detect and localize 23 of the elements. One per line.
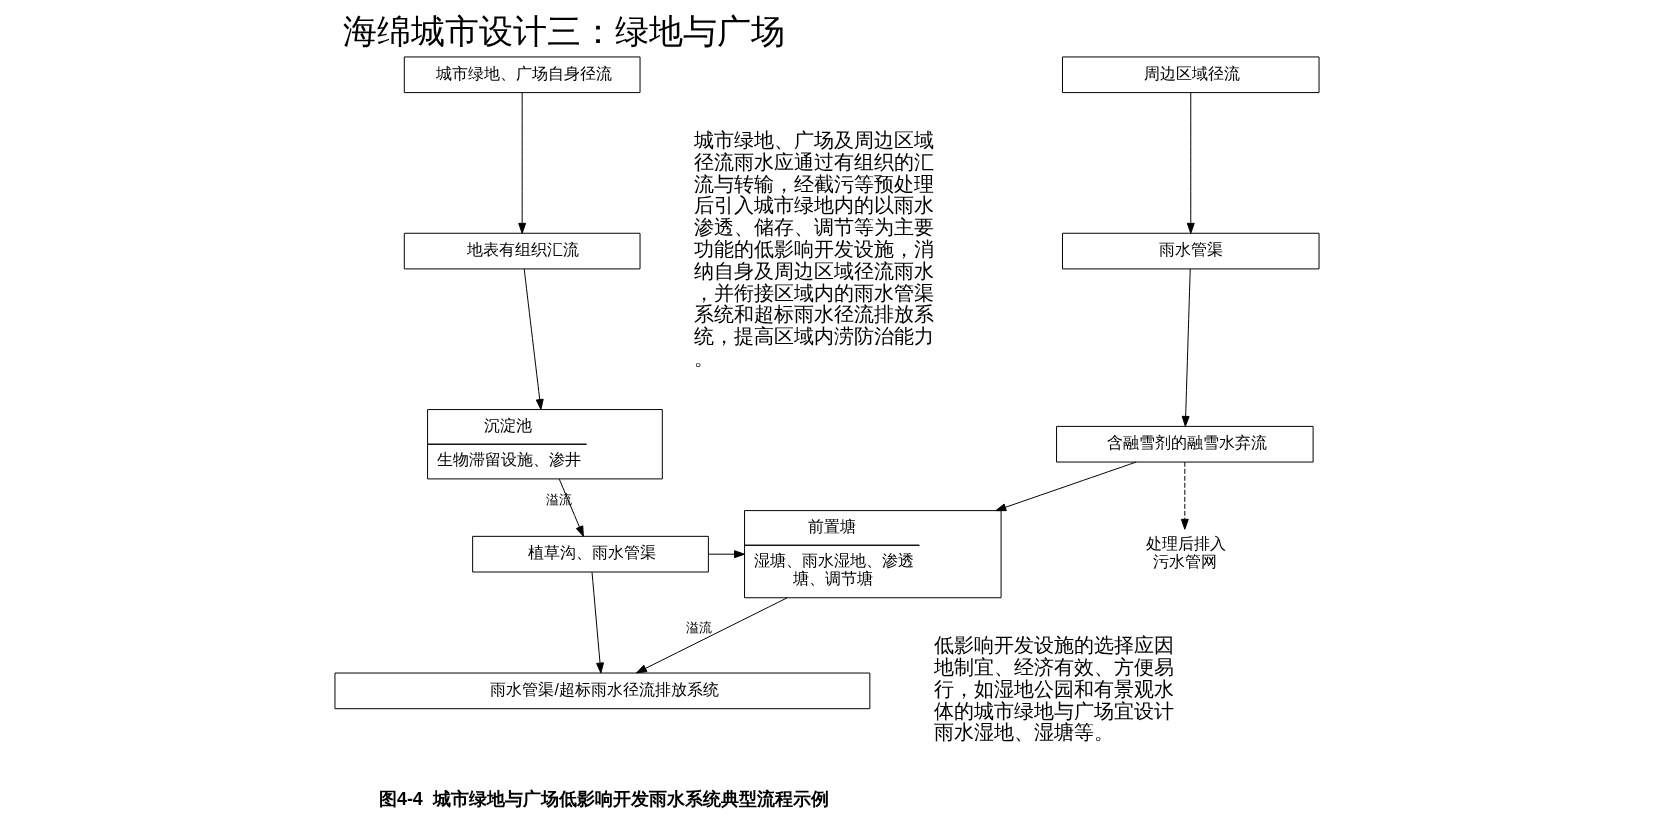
diagram-title: 海绵城市设计三：绿地与广场 <box>342 13 785 51</box>
node-box: 城市绿地、广场自身径流 <box>403 56 641 94</box>
node-box: 含融雪剂的融雪水弃流 <box>1056 425 1314 463</box>
arrow <box>1181 268 1191 427</box>
node-box: 雨水管渠/超标雨水径流排放系统 <box>334 672 871 710</box>
edge-label: 溢流 <box>545 492 572 508</box>
arrow <box>995 461 1137 512</box>
edge-label: 溢流 <box>686 619 713 635</box>
arrow <box>708 550 745 559</box>
node-box: 地表有组织汇流 <box>403 232 641 270</box>
node-box: 植草沟、雨水管渠 <box>472 535 709 573</box>
caption: 图4-4 城市绿地与广场低影响开发雨水系统典型流程示例 <box>379 789 829 810</box>
arrow <box>1180 461 1189 530</box>
node-box: 周边区域径流 <box>1062 56 1320 94</box>
arrow <box>518 92 527 234</box>
node-box: 雨水管渠 <box>1062 232 1320 270</box>
arrow <box>523 268 544 410</box>
label: 低影响开发设施的选择应因地制宜、经济有效、方便易行，如湿地公园和有景观水体的城市绿地与广场宜设计雨水湿地、湿塘等。 <box>934 634 1175 744</box>
node-text: 处理后排入污水管网 <box>1145 535 1226 570</box>
arrow <box>591 571 604 674</box>
label: 城市绿地、广场及周边区域径流雨水应通过有组织的汇流与转输，经截污等预处理后引入城市绿地内的以雨水渗透、储存、调节等为主要功能的低影响开发设施，消纳自身及周边区域径流雨水，并衔接区域内的雨水管渠系统和超标雨水径流排放系统，提高区域内涝防治能力。 <box>693 129 934 369</box>
arrow <box>636 597 788 674</box>
arrow <box>1186 92 1195 234</box>
